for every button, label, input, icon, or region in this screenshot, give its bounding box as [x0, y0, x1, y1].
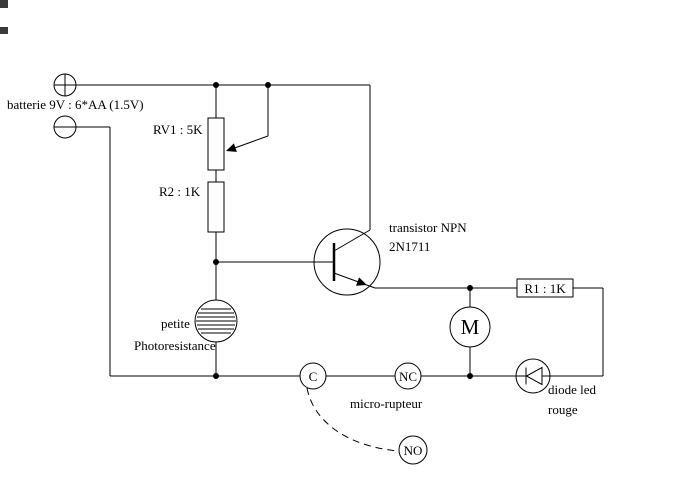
junction-dot: [265, 82, 271, 88]
battery: [53, 73, 77, 139]
led-diode: [515, 358, 551, 394]
resistor-r1: R1 : 1K: [516, 278, 574, 298]
switch-lever-dashed-line: [306, 387, 399, 452]
contact-c-label: C: [309, 369, 318, 384]
transistor-emitter-lead: [333, 272, 376, 289]
photoresistor: [194, 299, 238, 343]
micro-switch-label: micro-rupteur: [350, 396, 423, 411]
resistor-r2-body: [207, 181, 225, 233]
battery-label: batterie 9V : 6*AA (1.5V): [7, 97, 144, 112]
junction-dot: [213, 259, 219, 265]
resistor-r2: [207, 181, 225, 233]
transistor-emitter-arrow-icon: [356, 277, 367, 286]
transistor-2n1711: [313, 228, 381, 296]
led-label-line1: diode led: [548, 382, 597, 397]
switch-contact-no: NO: [398, 435, 428, 465]
battery-minus-terminal-icon: [53, 115, 77, 139]
junction-dot: [213, 82, 219, 88]
motor-body: [449, 306, 491, 348]
contact-nc-label: NC: [399, 369, 417, 384]
rv1-label: RV1 : 5K: [153, 122, 203, 137]
motor: M: [449, 306, 491, 348]
transistor-label-line1: transistor NPN: [389, 220, 467, 235]
canvas-handle: [0, 0, 8, 8]
transistor-collector-lead: [333, 229, 371, 252]
r1-label: R1 : 1K: [524, 281, 566, 296]
potentiometer-wiper-arrow-icon: [226, 143, 237, 152]
transistor-label-line2: 2N1711: [389, 239, 430, 254]
battery-plus-terminal-icon: [53, 73, 77, 97]
potentiometer-body: [207, 117, 225, 171]
contact-no-label: NO: [404, 443, 423, 458]
canvas-handle: [0, 27, 8, 34]
potentiometer-wiper-line: [228, 135, 269, 151]
potentiometer-rv1: [207, 117, 269, 171]
junction-dot: [213, 373, 219, 379]
junction-dot: [467, 285, 473, 291]
junction-dot: [467, 373, 473, 379]
photoresistor-label-line2: Photoresistance: [134, 338, 216, 353]
switch-contact-c: C: [299, 362, 327, 390]
led-triangle-icon: [525, 366, 543, 386]
photoresistor-label-line1: petite: [161, 316, 190, 331]
switch-contact-nc: NC: [394, 362, 422, 390]
led-label-line2: rouge: [548, 402, 578, 417]
junction-dots: [213, 82, 473, 379]
r2-label: R2 : 1K: [159, 184, 201, 199]
micro-switch: C NC NO: [299, 362, 428, 465]
resistor-r1-body: [516, 278, 574, 298]
motor-letter: M: [461, 315, 480, 339]
